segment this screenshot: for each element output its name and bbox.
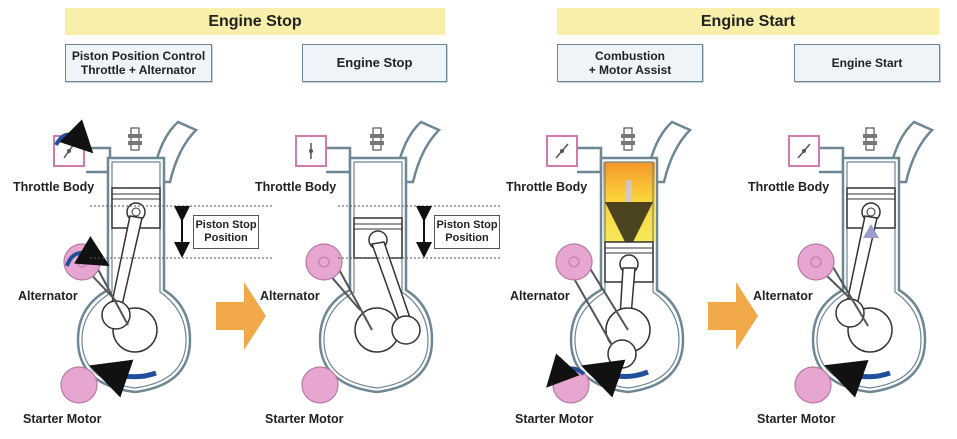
throttle-body-label-4: Throttle Body — [748, 180, 830, 194]
engine-4-alternator-pulley — [797, 243, 835, 281]
engine-1-crank-rotation-arrow — [89, 359, 157, 398]
engine-4 — [788, 120, 935, 404]
engine-3-crank-rotation-arrow — [581, 359, 649, 398]
engine-3 — [546, 120, 693, 404]
engine-2 — [295, 120, 500, 404]
engine-1-block — [76, 156, 192, 394]
alternator-label-3: Alternator — [510, 289, 570, 303]
starter-motor-label-4: Starter Motor — [757, 412, 836, 426]
alternator-label-4: Alternator — [753, 289, 813, 303]
throttle-body-label-3: Throttle Body — [506, 180, 588, 194]
piston-stop-line2: Position — [445, 232, 489, 244]
engine-start-box: Engine Start — [794, 44, 940, 82]
engine-stop-box: Engine Stop — [302, 44, 447, 82]
piston-position-control-line2: Throttle + Alternator — [80, 63, 197, 77]
starter-motor-label-2: Starter Motor — [265, 412, 344, 426]
engine-3-alternator-pulley — [555, 243, 593, 281]
piston-stop-position-callout-1: Piston Stop Position — [193, 215, 259, 249]
throttle-body-label-1: Throttle Body — [13, 180, 95, 194]
engine-1-starter-pulley — [60, 366, 98, 404]
piston-stop-position-callout-2: Piston Stop Position — [434, 215, 500, 249]
combustion-motor-assist-box: Combustion + Motor Assist — [557, 44, 703, 82]
engine-4-crank-rotation-arrow — [824, 359, 891, 398]
alternator-label-1: Alternator — [18, 289, 78, 303]
engine-2-starter-pulley — [301, 366, 339, 404]
flow-arrow-start — [708, 282, 758, 350]
engine-start-header: Engine Start — [557, 8, 939, 35]
engine-1-spark-plug — [130, 127, 140, 151]
alternator-label-2: Alternator — [260, 289, 320, 303]
starter-motor-label-3: Starter Motor — [515, 412, 594, 426]
throttle-body-label-2: Throttle Body — [255, 180, 337, 194]
engine-1 — [53, 119, 272, 404]
engine-1-intake — [86, 146, 112, 174]
engine-1-throttle-rotation-arrow — [54, 119, 94, 154]
engine-4-starter-pulley — [794, 366, 832, 404]
starter-motor-label-1: Starter Motor — [23, 412, 102, 426]
piston-position-control-box: Piston Position Control Throttle + Alter… — [65, 44, 212, 82]
engine-1-alternator-rotation-arrow — [65, 236, 110, 267]
piston-position-control-line1: Piston Position Control — [71, 49, 206, 63]
combustion-line1: Combustion — [595, 49, 665, 63]
flow-arrow-stop — [216, 282, 266, 350]
engine-2-alternator-pulley — [305, 243, 343, 281]
piston-stop-line1: Piston Stop — [195, 219, 257, 231]
piston-stop-line2: Position — [204, 232, 248, 244]
piston-stop-line1: Piston Stop — [436, 219, 498, 231]
engine-stop-header: Engine Stop — [65, 8, 445, 35]
combustion-line2: + Motor Assist — [588, 63, 672, 77]
